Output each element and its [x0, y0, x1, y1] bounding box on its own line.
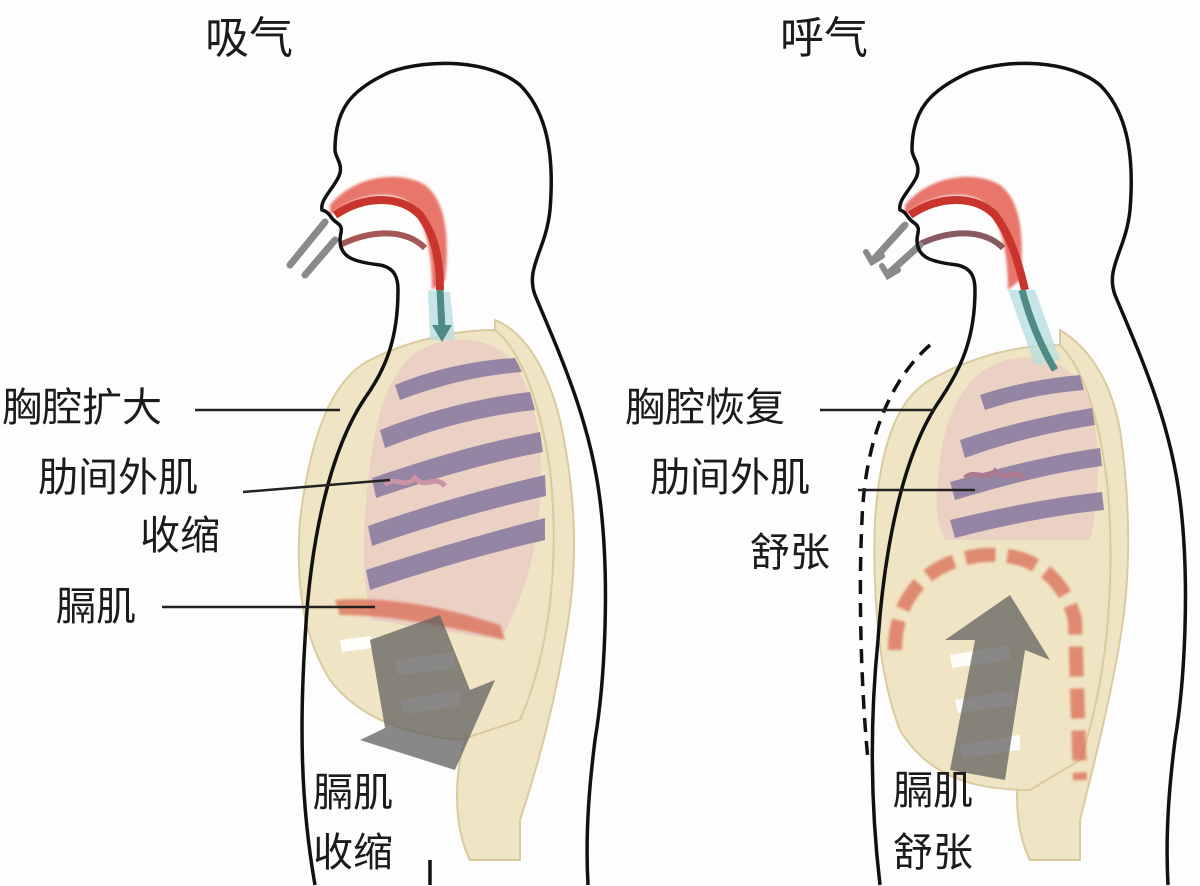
exhale-air-arrows — [863, 221, 924, 281]
inhale-air-arrows — [286, 218, 339, 279]
inhale-body-outline — [300, 61, 608, 886]
exhale-diaphragm-state-line1: 膈肌 — [893, 768, 973, 814]
inhale-leader-lines — [162, 408, 391, 609]
exhale-diaphragm-state-line2: 舒张 — [893, 830, 973, 876]
chest-original-dashed-line — [858, 343, 932, 761]
exhale-airway — [905, 176, 1060, 372]
inhale-diaphragm-state-line1: 膈肌 — [313, 770, 393, 816]
diaphragm-down-arrow — [360, 615, 495, 770]
exhale-intercostal-state: 舒张 — [750, 530, 830, 576]
inhale-title: 吸气 — [205, 13, 293, 64]
exhale-title: 呼气 — [780, 13, 868, 64]
exhale-diaphragm-dome — [888, 547, 1087, 781]
inhale-diaphragm-state-line2: 收缩 — [313, 830, 393, 876]
inhale-chest-label: 胸腔扩大 — [2, 385, 162, 431]
exhale-chest-label: 胸腔恢复 — [625, 385, 785, 431]
inhale-intercostal-state: 收缩 — [140, 513, 220, 559]
exhale-leader-lines — [820, 408, 975, 492]
inhale-airway — [330, 176, 455, 342]
exhale-ribcage — [873, 328, 1130, 861]
inhale-diaphragm-label: 膈肌 — [56, 584, 136, 630]
inhale-intercostal-label: 肋间外肌 — [38, 455, 198, 501]
inhale-panel — [162, 61, 608, 886]
exhale-panel — [820, 61, 1188, 886]
exhale-body-outline — [870, 61, 1188, 886]
diaphragm-up-arrow — [945, 595, 1050, 780]
exhale-intercostal-label: 肋间外肌 — [650, 455, 810, 501]
inhale-ribcage — [297, 318, 576, 861]
